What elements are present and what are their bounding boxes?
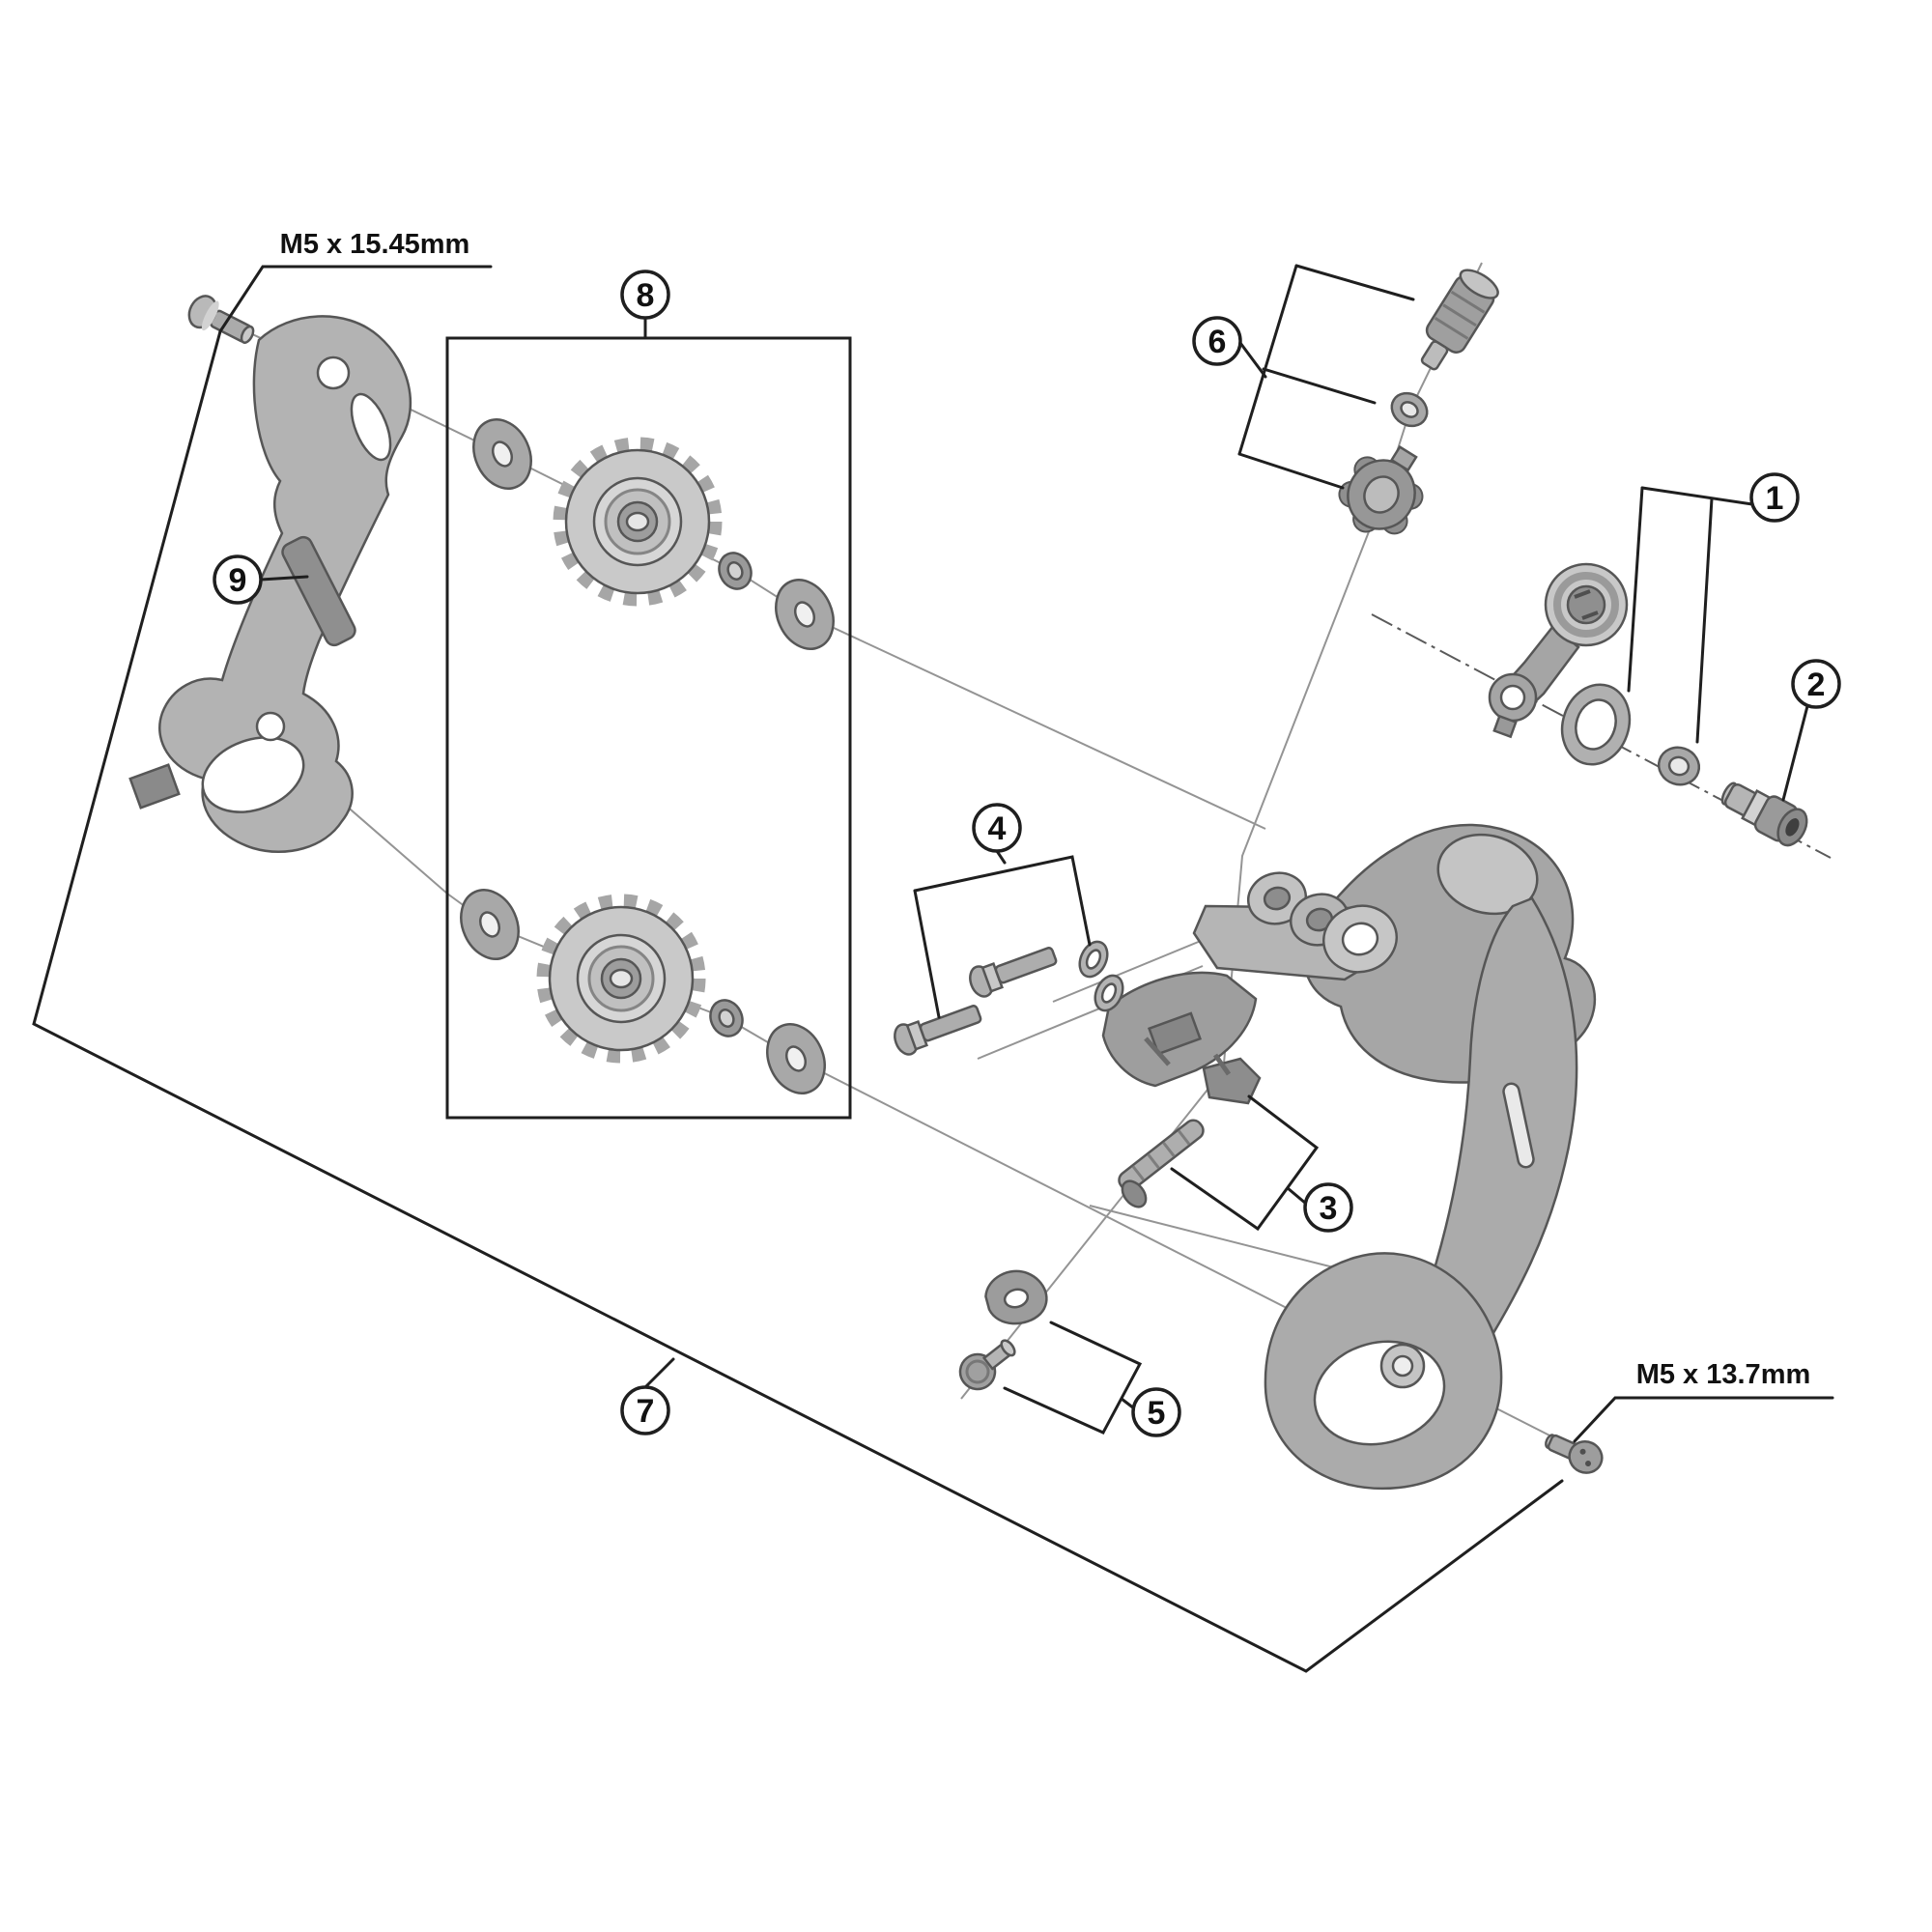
bracket-bolt bbox=[1720, 781, 1808, 847]
callout-5: 5 bbox=[1131, 1387, 1181, 1437]
body-stopper-pin bbox=[1144, 1037, 1171, 1066]
pulley-washer bbox=[460, 889, 520, 960]
lower-pulley-axis-line bbox=[270, 739, 1404, 1368]
callout-7: 7 bbox=[620, 1385, 670, 1435]
plate-slot bbox=[350, 392, 392, 462]
callout-4-number: 4 bbox=[988, 810, 1007, 847]
callout6-bracket bbox=[1237, 264, 1415, 490]
callout-1: 1 bbox=[1749, 472, 1800, 523]
upper-bolt-dimension-label: M5 x 15.45mm bbox=[280, 229, 470, 260]
spring-end-washer bbox=[1121, 1179, 1148, 1208]
body-link-boss bbox=[1247, 871, 1307, 925]
callout-6-number: 6 bbox=[1208, 324, 1227, 360]
callout-5-number: 5 bbox=[1148, 1395, 1166, 1432]
guide-pulley bbox=[553, 437, 723, 607]
lower-bolt-dimension-label: M5 x 13.7mm bbox=[1636, 1359, 1811, 1390]
lower-bolt-label-leader bbox=[1573, 1396, 1834, 1443]
callout-7-number: 7 bbox=[637, 1393, 655, 1430]
group8-box bbox=[445, 336, 852, 1120]
callout-leaders bbox=[218, 264, 1834, 1443]
assembly-axis-lines bbox=[206, 262, 1832, 1442]
body-pivot-cap bbox=[1436, 833, 1539, 916]
callout-4: 4 bbox=[972, 803, 1022, 853]
pulley-bolts-group bbox=[894, 940, 1124, 1056]
pulley-bushing bbox=[709, 999, 744, 1037]
cable-clamp-tab bbox=[1202, 1057, 1262, 1105]
spring-axis-line bbox=[1089, 1205, 1373, 1278]
body-stopper-tab bbox=[1147, 1011, 1203, 1056]
outer-plate-slot bbox=[1502, 1082, 1535, 1169]
pulley-bolt bbox=[894, 1005, 982, 1056]
inner-cage-plate bbox=[128, 315, 412, 854]
callout-2-number: 2 bbox=[1807, 667, 1826, 703]
plate-bottom-loop-hole bbox=[201, 736, 305, 813]
callout2-leader bbox=[1781, 704, 1809, 802]
callout9-leader bbox=[259, 575, 309, 582]
adjust-seal-ring bbox=[1390, 391, 1429, 428]
plate-protector-strip bbox=[281, 535, 356, 647]
callout-9: 9 bbox=[213, 554, 263, 605]
inner-plate-bolt-upper bbox=[187, 295, 255, 344]
callout3-bracket bbox=[1170, 1094, 1320, 1232]
cable-guide-plate bbox=[984, 1269, 1048, 1325]
clamp-pin bbox=[1212, 1053, 1232, 1076]
pulley-washer bbox=[766, 1023, 826, 1094]
callout7-leader bbox=[643, 1357, 675, 1389]
group7-enclosure bbox=[32, 329, 1564, 1673]
pulley-set-group bbox=[460, 418, 835, 1094]
axle-spacer-ring bbox=[1657, 746, 1701, 786]
adjust-knurled-wheel bbox=[1338, 444, 1424, 535]
callout-2: 2 bbox=[1791, 659, 1841, 709]
outer-cage-plate bbox=[1264, 896, 1578, 1491]
plate-bottom-hole bbox=[255, 711, 286, 742]
cable-fixing-group bbox=[1118, 1053, 1232, 1208]
body-cable-ring bbox=[1322, 904, 1398, 974]
cable-guide-group bbox=[958, 1269, 1048, 1391]
callout1-bracket bbox=[1627, 486, 1754, 744]
plate-top-hole bbox=[316, 355, 351, 390]
callout-8: 8 bbox=[620, 270, 670, 320]
adjust-barrel bbox=[1420, 269, 1499, 371]
cable-adjusting-bolt-unit bbox=[1338, 269, 1499, 535]
callout-8-number: 8 bbox=[637, 277, 655, 314]
pulley-bolt bbox=[969, 947, 1058, 998]
callouts: 1 2 3 4 5 6 7 8 bbox=[213, 270, 1841, 1437]
pulley-washer bbox=[775, 579, 835, 650]
plate-end-tab bbox=[128, 763, 181, 810]
tension-pulley bbox=[536, 894, 706, 1064]
pulley-bushing bbox=[718, 552, 753, 590]
cable-guide-bolt bbox=[958, 1339, 1016, 1391]
link-piece bbox=[1078, 940, 1124, 1012]
callout-3-number: 3 bbox=[1320, 1190, 1338, 1227]
callout-6: 6 bbox=[1192, 316, 1242, 366]
axle-stopper-washer bbox=[1560, 683, 1632, 766]
callout5-bracket bbox=[1003, 1321, 1143, 1435]
callout4-bracket bbox=[913, 849, 1092, 1019]
upper-bolt-label-leader bbox=[218, 265, 493, 333]
bracket-axle-unit bbox=[1488, 562, 1701, 786]
outer-plate-bolt-lower bbox=[1545, 1434, 1604, 1474]
callout-1-number: 1 bbox=[1766, 480, 1784, 517]
callout-3: 3 bbox=[1303, 1182, 1353, 1233]
callout-9-number: 9 bbox=[229, 562, 247, 599]
pulley-washer bbox=[472, 418, 532, 490]
